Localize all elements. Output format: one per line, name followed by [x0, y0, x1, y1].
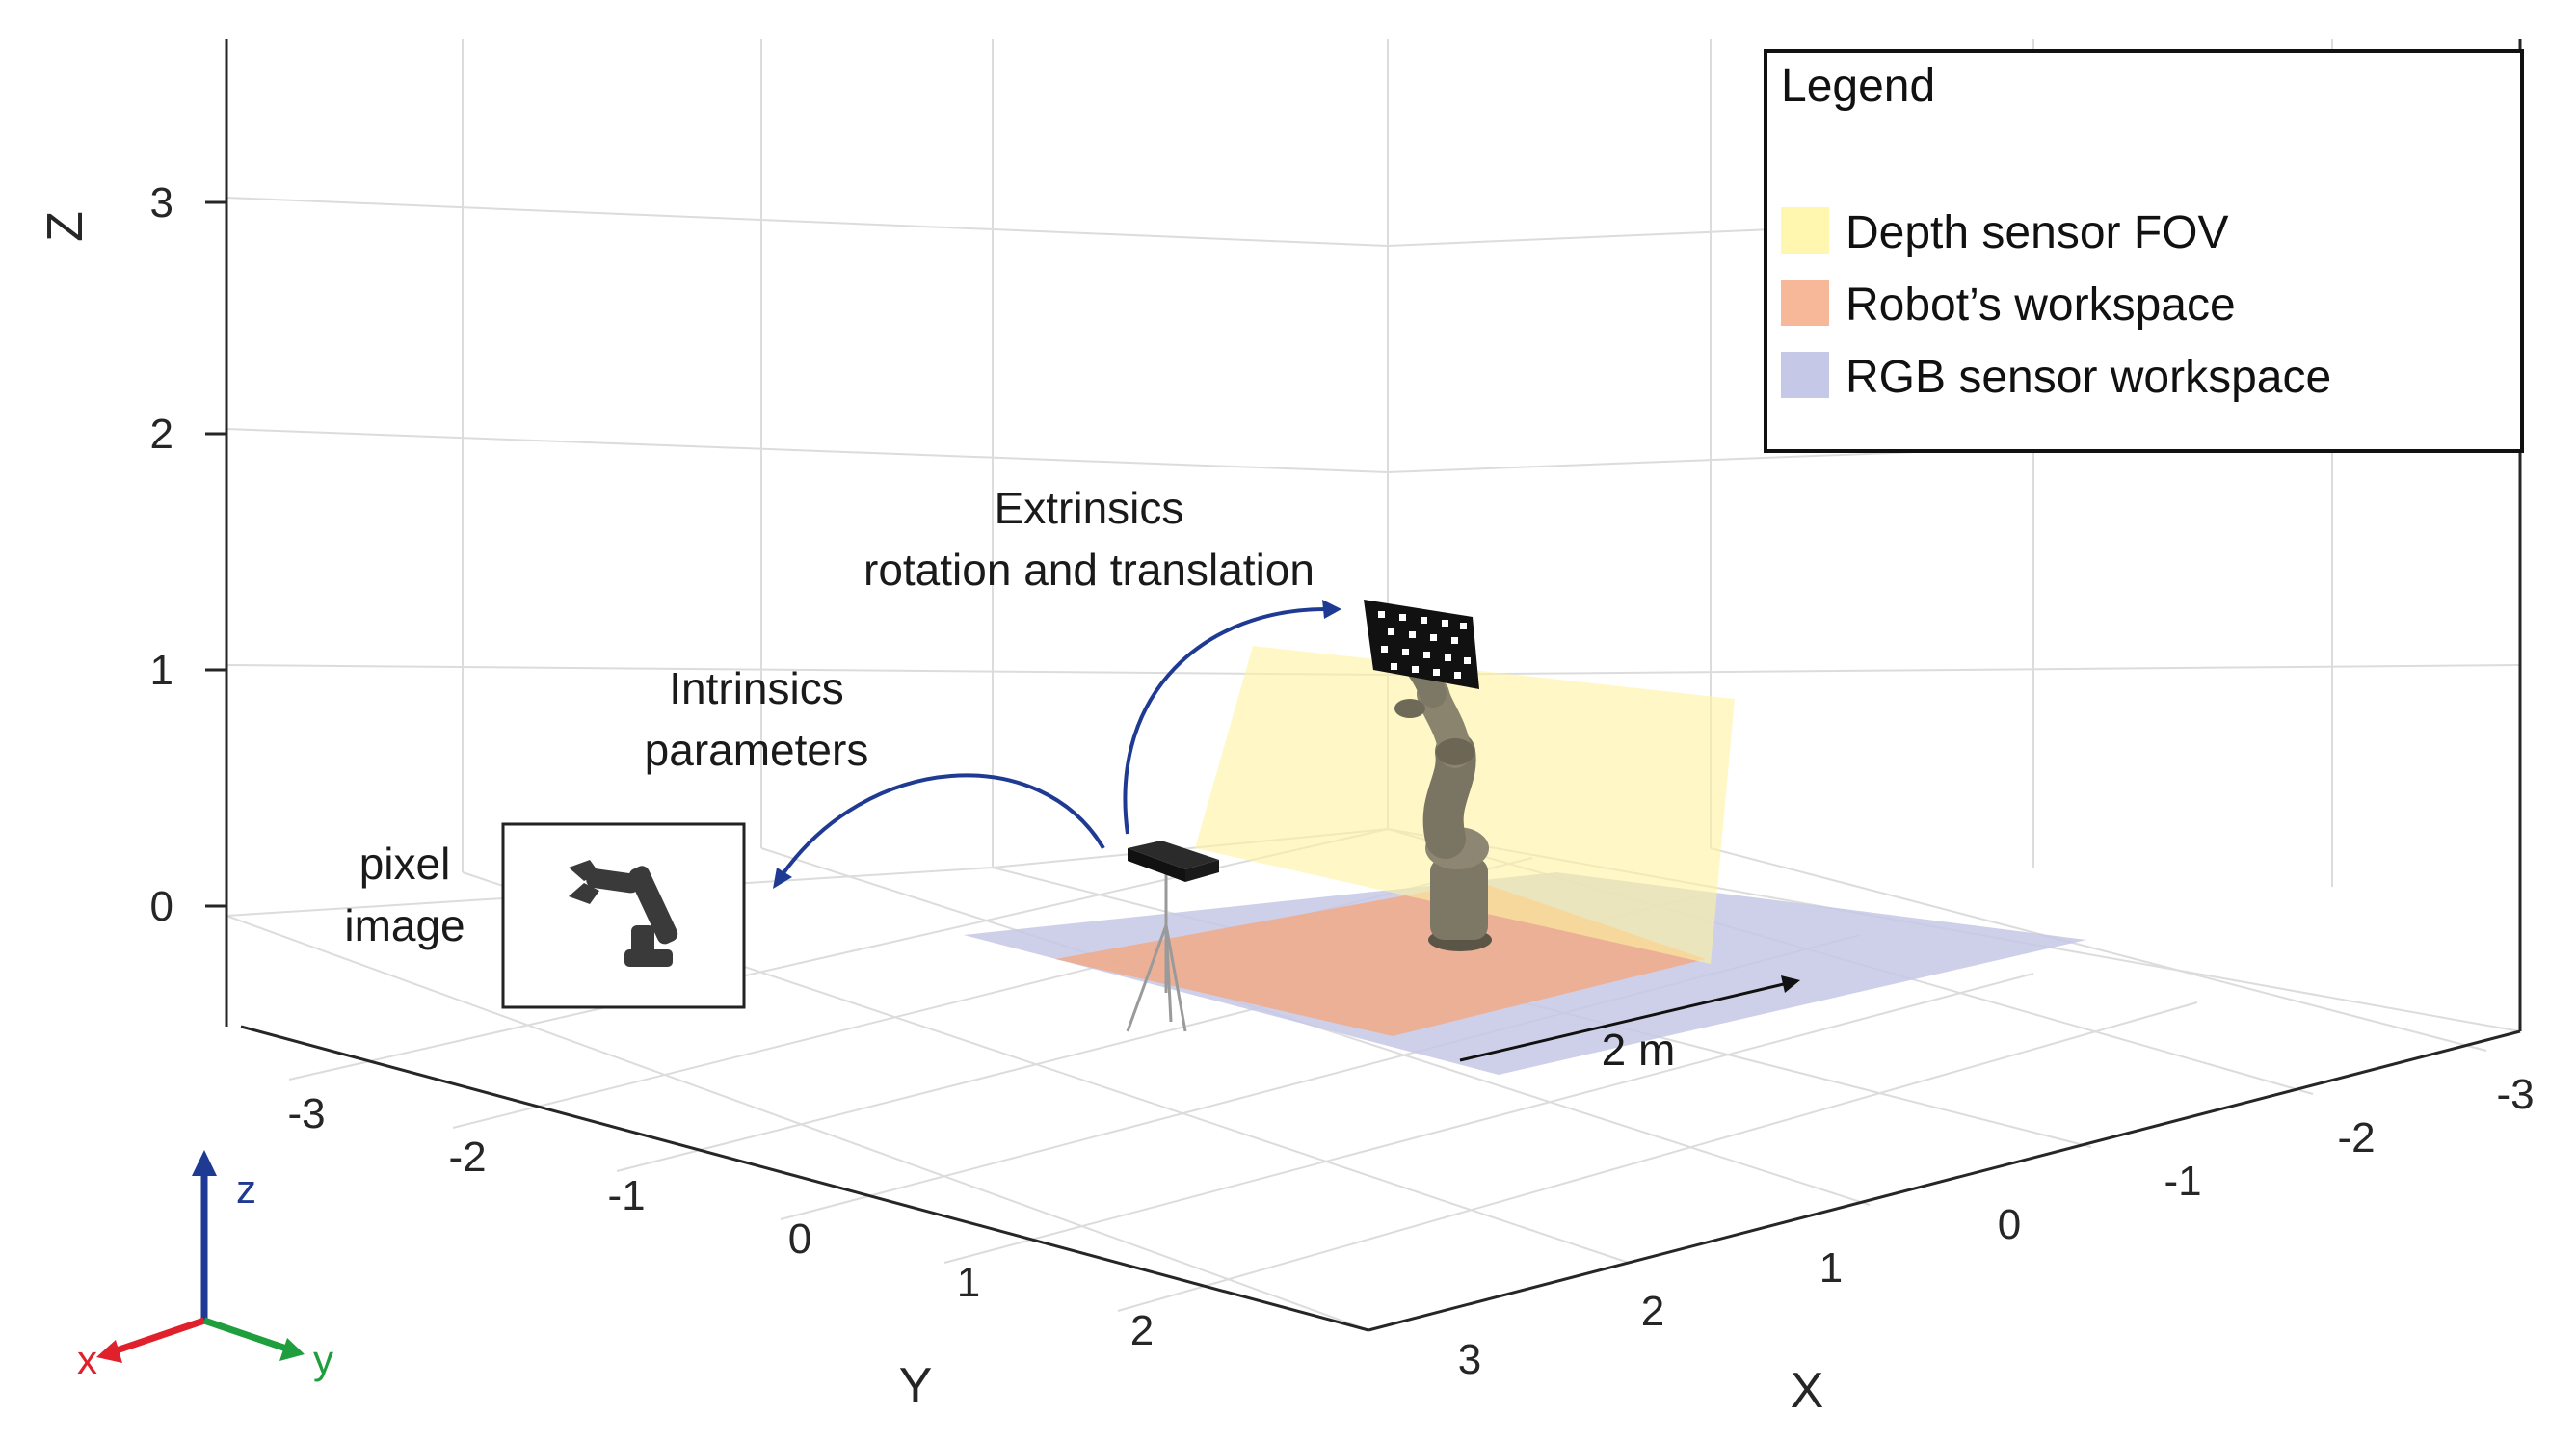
x-tick-1: 1: [1819, 1244, 1843, 1292]
pixel-image-box: [501, 822, 746, 1009]
x-tick-0: 0: [1998, 1201, 2021, 1248]
x-axis-label: X: [1791, 1363, 1824, 1419]
legend-swatch-rgb-ws: [1781, 352, 1829, 398]
y-tick-2: 2: [1130, 1307, 1154, 1354]
x-tick-neg3: -3: [2496, 1071, 2534, 1118]
depth-sensor-icon: [1128, 841, 1219, 882]
intrinsics-title: Intrinsics: [669, 663, 843, 713]
triad-x-arrowhead: [96, 1340, 122, 1363]
extrinsics-arrow: [1123, 600, 1341, 835]
z-tick-0: 0: [150, 883, 173, 930]
depth-sensor-tripod: [1126, 872, 1187, 1032]
x-axis: 3 2 1 0 -1 -2 -3 X: [1458, 1071, 2535, 1419]
z-axis: 0 1 2 3 Z: [38, 179, 226, 930]
legend-swatch-depth-fov: [1781, 207, 1829, 254]
pixel-image-line1: pixel: [359, 839, 451, 889]
y-tick-neg1: -1: [607, 1172, 645, 1219]
triad-z-label: z: [236, 1166, 256, 1212]
z-tick-1: 1: [150, 647, 173, 694]
y-tick-neg2: -2: [448, 1134, 486, 1181]
z-axis-label: Z: [38, 211, 93, 242]
triad-z-arrowhead: [192, 1150, 217, 1176]
legend-label-robot-ws: Robot’s workspace: [1846, 280, 2236, 331]
z-tick-2: 2: [150, 411, 173, 458]
robot-arm-pixel-icon: [569, 860, 678, 967]
triad-y-label: y: [313, 1337, 333, 1382]
x-tick-2: 2: [1641, 1288, 1664, 1335]
x-tick-neg2: -2: [2337, 1114, 2375, 1162]
legend-swatch-robot-ws: [1781, 280, 1829, 326]
legend-label-depth-fov: Depth sensor FOV: [1846, 207, 2229, 258]
intrinsics-arrow: [773, 773, 1105, 889]
y-tick-neg3: -3: [287, 1090, 325, 1137]
robot-arm: [1394, 642, 1492, 951]
triad-y-arrowhead: [279, 1338, 305, 1361]
x-tick-3: 3: [1458, 1336, 1481, 1383]
y-tick-0: 0: [788, 1215, 811, 1263]
y-axis-label: Y: [899, 1358, 933, 1414]
extrinsics-subtitle: rotation and translation: [863, 545, 1315, 595]
scale-bar: 2 m: [1459, 975, 1800, 1075]
extrinsics-title: Extrinsics: [995, 483, 1184, 533]
legend-title: Legend: [1781, 61, 1935, 112]
intrinsics-subtitle: parameters: [645, 725, 869, 775]
calibration-checkerboard: [1364, 600, 1479, 689]
legend: Legend Depth sensor FOV Robot’s workspac…: [1764, 49, 2524, 453]
coordinate-triad: z x y: [77, 1150, 333, 1382]
y-axis: -3 -2 -1 0 1 2 Y: [287, 1090, 1154, 1414]
pixel-image-line2: image: [344, 900, 465, 950]
scale-bar-label: 2 m: [1602, 1025, 1676, 1075]
y-tick-1: 1: [957, 1259, 980, 1306]
legend-label-rgb-ws: RGB sensor workspace: [1846, 352, 2331, 403]
z-tick-3: 3: [150, 179, 173, 227]
x-tick-neg1: -1: [2164, 1158, 2201, 1205]
triad-x-label: x: [77, 1337, 97, 1382]
